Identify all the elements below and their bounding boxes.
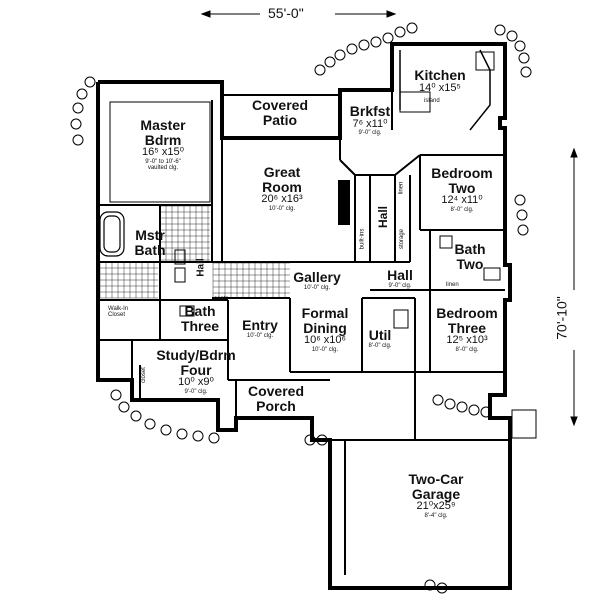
depth-dimension-label: 70'-10"	[553, 296, 570, 340]
room-covered-porch: Covered Porch	[247, 383, 305, 414]
width-dimension-line	[200, 10, 397, 18]
room-hall: Hall 9'-0" clg.	[387, 267, 413, 289]
room-two-car-garage: Two-Car Garage 21⁰x25⁹ 8'-4" clg.	[408, 471, 464, 519]
coats-label: coats	[214, 296, 229, 302]
linen-label: linen	[398, 181, 405, 195]
exterior-walls	[96, 42, 512, 590]
room-master-bedroom: Master Bdrm 16⁵ x15⁰ 9'-0" to 10'-6" vau…	[140, 117, 186, 172]
room-bath-three: Bath Three	[180, 303, 220, 334]
interior-walls	[98, 49, 510, 588]
room-breakfast: Brkfst 7⁶ x11⁰ 9'-0" clg.	[349, 103, 391, 137]
linen-label-2: linen	[446, 282, 459, 288]
storage-label: storage	[399, 228, 406, 250]
room-bedroom-two: Bedroom Two 12⁴ x11⁰ 8'-0" clg.	[431, 165, 493, 213]
hall-vertical-label: Hall	[376, 205, 391, 229]
room-utility: Util 8'-0" clg.	[368, 327, 392, 349]
room-formal-dining: Formal Dining 10⁶ x10⁶ 10'-0" clg.	[301, 305, 349, 353]
room-great-room: Great Room 20⁶ x16³ 10'-0" clg.	[261, 164, 303, 212]
sinks-and-fixtures	[174, 51, 501, 329]
room-bedroom-three: Bedroom Three 12⁵ x10³ 8'-0" clg.	[436, 305, 498, 353]
room-kitchen: Kitchen 14⁰ x15⁵	[414, 67, 466, 94]
landscape-shrubs	[70, 22, 532, 594]
room-covered-patio: Covered Patio	[251, 97, 309, 128]
room-gallery: Gallery 10'-0" clg.	[293, 269, 341, 291]
bathtub	[99, 211, 125, 257]
depth-dimension-line	[570, 147, 578, 427]
built-ins-label: built-ins	[359, 228, 366, 250]
room-study-bedroom-four: Study/Bdrm Four 10⁰ x9⁰ 9'-0" clg.	[156, 347, 236, 395]
room-bath-two: Bath Two	[454, 241, 486, 272]
room-master-bath: Mstr Bath	[134, 227, 166, 258]
tile-floor-hatch	[99, 205, 290, 299]
walk-in-closet-label: Walk-In Closet	[108, 306, 129, 318]
garage-door-patio	[511, 409, 537, 439]
hall-small-label: Hall	[195, 258, 207, 277]
room-entry: Entry 10'-0" clg.	[242, 317, 278, 339]
fireplace	[338, 180, 350, 225]
island-label: island	[424, 98, 440, 104]
width-dimension-label: 55'-0"	[268, 5, 304, 21]
closet-label: closet	[140, 367, 147, 383]
